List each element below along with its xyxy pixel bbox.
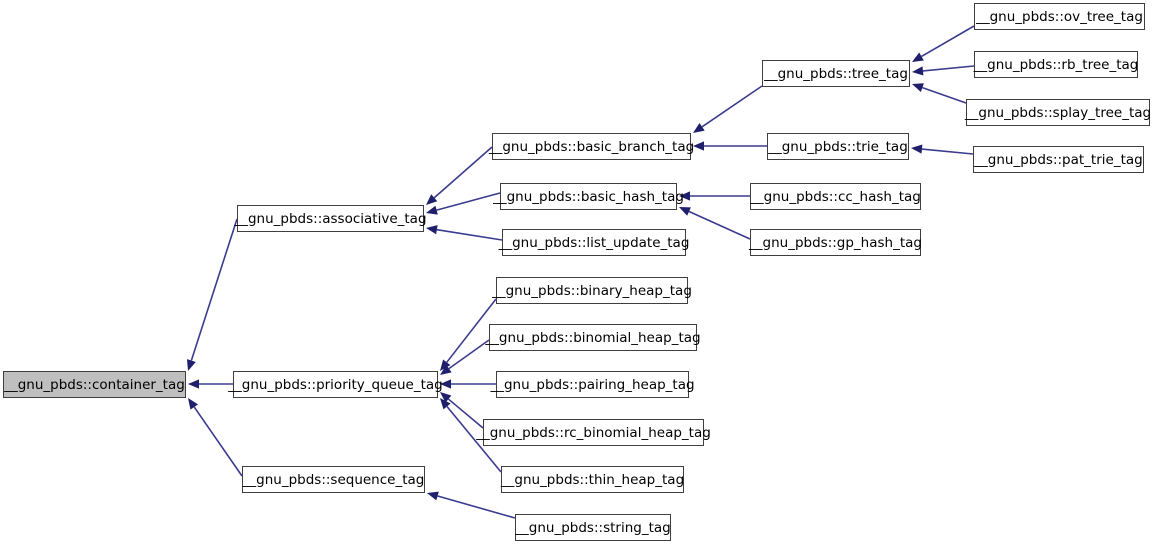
node-thin_heap_tag[interactable]: __gnu_pbds::thin_heap_tag [501,466,684,493]
node-label: __gnu_pbds::list_update_tag [498,234,690,251]
node-label: __gnu_pbds::ov_tree_tag [976,8,1143,25]
edge-rb_tree_tag-to-tree_tag [912,65,975,76]
edge-splay_tree_tag-to-tree_tag [912,83,967,104]
edge-rc_binomial_heap_tag-to-priority_queue_tag [440,392,484,429]
node-container_tag[interactable]: __gnu_pbds::container_tag [3,371,186,398]
edge-tree_tag-to-basic_branch_tag [693,85,763,133]
node-label: __gnu_pbds::string_tag [515,519,671,536]
node-label: __gnu_pbds::cc_hash_tag [750,188,921,205]
node-splay_tree_tag[interactable]: __gnu_pbds::splay_tree_tag [965,99,1151,126]
edge-trie_tag-to-basic_branch_tag [693,141,767,151]
node-priority_queue_tag[interactable]: __gnu_pbds::priority_queue_tag [228,371,443,398]
node-label: __gnu_pbds::basic_hash_tag [493,188,684,205]
edge-binomial_heap_tag-to-priority_queue_tag [440,339,490,375]
node-label: __gnu_pbds::priority_queue_tag [228,376,443,393]
node-binary_heap_tag[interactable]: __gnu_pbds::binary_heap_tag [492,277,692,304]
node-label: __gnu_pbds::basic_branch_tag [488,138,695,155]
node-pairing_heap_tag[interactable]: __gnu_pbds::pairing_heap_tag [490,371,695,398]
node-basic_hash_tag[interactable]: __gnu_pbds::basic_hash_tag [493,183,684,210]
node-label: __gnu_pbds::splay_tree_tag [964,104,1152,121]
node-label: __gnu_pbds::rb_tree_tag [973,56,1139,73]
node-string_tag[interactable]: __gnu_pbds::string_tag [515,514,671,541]
edge-sequence_tag-to-container_tag [188,398,243,477]
node-label: __gnu_pbds::binary_heap_tag [492,282,692,299]
node-cc_hash_tag[interactable]: __gnu_pbds::cc_hash_tag [750,183,921,210]
node-list_update_tag[interactable]: __gnu_pbds::list_update_tag [499,229,689,256]
edge-basic_branch_tag-to-associative_tag [426,146,493,205]
node-binomial_heap_tag[interactable]: __gnu_pbds::binomial_heap_tag [485,324,701,351]
node-sequence_tag[interactable]: __gnu_pbds::sequence_tag [242,466,425,493]
node-label: __gnu_pbds::trie_tag [768,138,908,155]
edge-list_update_tag-to-associative_tag [426,225,503,241]
edge-gp_hash_tag-to-basic_hash_tag [679,207,751,240]
node-rb_tree_tag[interactable]: __gnu_pbds::rb_tree_tag [974,51,1138,78]
node-label: __gnu_pbds::sequence_tag [242,471,425,488]
edge-string_tag-to-sequence_tag [427,491,516,519]
node-rc_binomial_heap_tag[interactable]: __gnu_pbds::rc_binomial_heap_tag [476,419,711,446]
node-associative_tag[interactable]: __gnu_pbds::associative_tag [234,205,427,232]
edge-pat_trie_tag-to-trie_tag [911,144,974,155]
node-label: __gnu_pbds::container_tag [4,376,185,393]
node-label: __gnu_pbds::tree_tag [764,65,908,82]
node-label: __gnu_pbds::pairing_heap_tag [490,376,695,393]
node-pat_trie_tag[interactable]: __gnu_pbds::pat_trie_tag [973,146,1144,173]
node-label: __gnu_pbds::gp_hash_tag [749,234,922,251]
node-ov_tree_tag[interactable]: __gnu_pbds::ov_tree_tag [974,3,1145,30]
node-tree_tag[interactable]: __gnu_pbds::tree_tag [762,60,910,87]
node-label: __gnu_pbds::binomial_heap_tag [485,329,701,346]
node-gp_hash_tag[interactable]: __gnu_pbds::gp_hash_tag [749,229,922,256]
node-label: __gnu_pbds::rc_binomial_heap_tag [476,424,711,441]
node-trie_tag[interactable]: __gnu_pbds::trie_tag [767,133,909,160]
node-label: __gnu_pbds::associative_tag [234,210,427,227]
node-label: __gnu_pbds::thin_heap_tag [500,471,685,488]
edge-associative_tag-to-container_tag [186,218,238,371]
edge-ov_tree_tag-to-tree_tag [912,25,975,62]
node-label: __gnu_pbds::pat_trie_tag [974,151,1143,168]
node-basic_branch_tag[interactable]: __gnu_pbds::basic_branch_tag [489,133,694,160]
